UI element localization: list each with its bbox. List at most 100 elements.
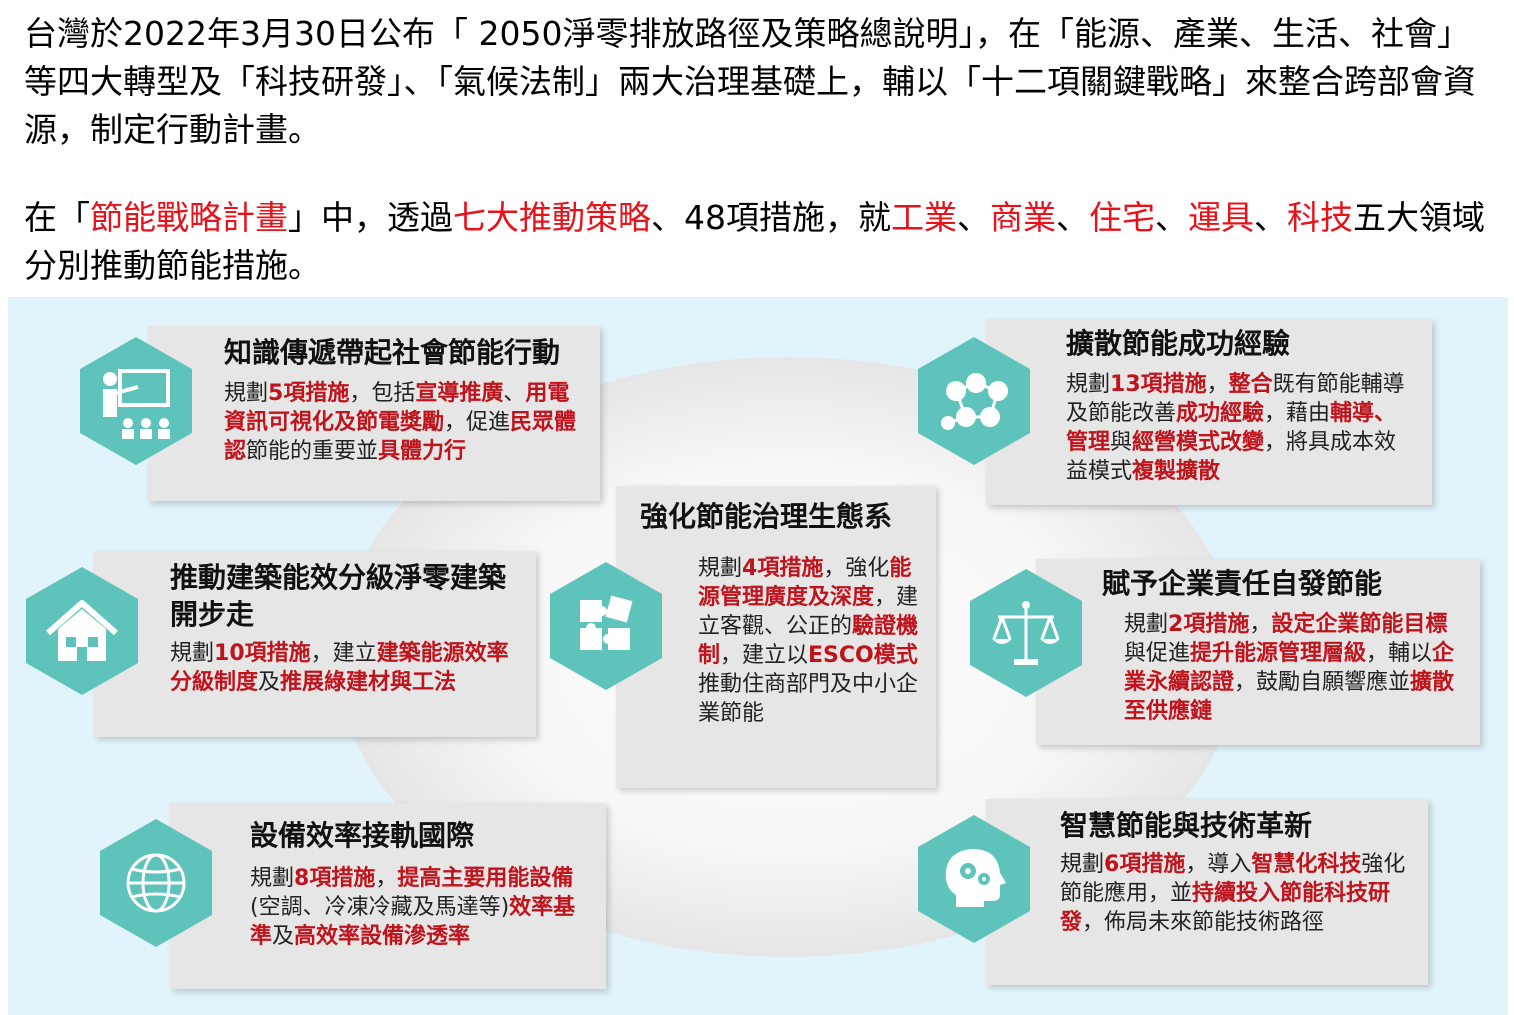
body-text: ，將具成本效益模式 [1066, 430, 1397, 484]
body-text: 既有節能輔導及節能改善 [1066, 372, 1405, 426]
body-text: 、48項措施，就 [651, 198, 891, 237]
body-text: 規劃 [250, 866, 295, 891]
card-title: 設備效率接軌國際 [250, 819, 475, 852]
body-text: 推動住商部門及中小企業節能 [698, 672, 919, 726]
body-text: ， [375, 866, 398, 891]
body-text: ，輔以 [1366, 641, 1433, 666]
highlight-text: 複製擴散 [1132, 459, 1221, 484]
highlight-text: 成功經驗 [1176, 401, 1265, 426]
body-text: 在「 [24, 198, 90, 237]
body-text: 及 [272, 924, 295, 949]
body-text: 規劃 [1066, 372, 1111, 397]
strategy-diagram: 知識傳遞帶起社會節能行動 規劃5項措施，包括宣導推廣、用電資訊可視化及節電獎勵，… [8, 297, 1508, 1015]
highlight-text: 宣導推廣 [415, 381, 504, 406]
body-text: ，藉由 [1264, 401, 1331, 426]
highlight-text: 設定企業節能目標 [1271, 612, 1448, 637]
card-equipment: 設備效率接軌國際 規劃8項措施，提高主要用能設備 (空調、冷凍冷藏及馬達等)效率基… [170, 803, 606, 989]
highlight-text: 民眾體認 [224, 410, 577, 464]
highlight-text: 智慧化科技 [1251, 852, 1362, 877]
highlight-text: 5項措施 [268, 381, 350, 406]
body-text: (空調、冷凍冷藏及馬達等) [250, 895, 510, 920]
highlight-text: 8項措施 [294, 866, 376, 891]
highlight-text: 13項措施 [1110, 372, 1207, 397]
body-text: 與 [1110, 430, 1133, 455]
body-text: 、 [1155, 198, 1188, 237]
card-desc: 規劃4項措施，強化能源管理廣度及深度，建立客觀、公正的驗證機制，建立以ESCO模… [698, 554, 928, 728]
card-desc: 規劃8項措施，提高主要用能設備 (空調、冷凍冷藏及馬達等)效率基準及高效率設備滲透… [250, 864, 590, 951]
body-text: 五大領域分別推動節能措施。 [24, 198, 1485, 285]
highlight-text: 運具 [1188, 198, 1254, 237]
body-text: 、 [1254, 198, 1287, 237]
highlight-text: 商業 [990, 198, 1056, 237]
body-text: ，鼓勵自願響應並 [1234, 670, 1411, 695]
card-title: 擴散節能成功經驗 [1066, 327, 1291, 360]
card-desc: 規劃6項措施，導入智慧化科技強化節能應用，並持續投入節能科技研發，佈局未來節能技… [1060, 850, 1420, 937]
body-text: 節能的重要並 [246, 439, 379, 464]
card-desc: 規劃5項措施，包括宣導推廣、用電資訊可視化及節電獎勵，促進民眾體認節能的重要並具… [224, 379, 584, 466]
highlight-text: 節能戰略計畫 [90, 198, 288, 237]
highlight-text: 能源管理廣度及深度 [698, 556, 912, 610]
highlight-text: 整合 [1228, 372, 1273, 397]
card-diffuse: 擴散節能成功經驗 規劃13項措施，整合既有節能輔導及節能改善成功經驗，藉由輔導、… [986, 319, 1432, 505]
highlight-text: 輔導、管理 [1066, 401, 1397, 455]
highlight-text: 工業 [891, 198, 957, 237]
highlight-text: 七大推動策略 [453, 198, 651, 237]
card-smart: 智慧節能與技術革新 規劃6項措施，導入智慧化科技強化節能應用，並持續投入節能科技… [986, 799, 1428, 985]
highlight-text: ESCO模式 [808, 643, 918, 668]
card-desc: 規劃2項措施，設定企業節能目標與促進提升能源管理層級，輔以企業永續認證，鼓勵自願… [1100, 610, 1468, 726]
body-text: ，建立客觀、公正的 [698, 585, 919, 639]
intro-paragraph-2: 在「節能戰略計畫」中，透過七大推動策略、48項措施，就工業、商業、住宅、運具、科… [24, 194, 1494, 290]
body-text: 、 [957, 198, 990, 237]
highlight-text: 建築能源效率分級制度 [170, 641, 509, 695]
highlight-text: 推展綠建材與工法 [280, 670, 457, 695]
network-people-icon [918, 337, 1030, 465]
highlight-text: 4項措施 [742, 556, 824, 581]
highlight-text: 擴散至供應鏈 [1124, 670, 1455, 724]
highlight-text: 企業永續認證 [1124, 641, 1455, 695]
card-governance: 強化節能治理生態系 規劃4項措施，強化能源管理廣度及深度，建立客觀、公正的驗證機… [616, 486, 936, 788]
body-text: 規劃 [170, 641, 215, 666]
body-text: 」中，透過 [288, 198, 453, 237]
card-awareness: 知識傳遞帶起社會節能行動 規劃5項措施，包括宣導推廣、用電資訊可視化及節電獎勵，… [148, 326, 600, 501]
body-text: ，建立以 [720, 643, 809, 668]
body-text: 規劃 [1060, 852, 1105, 877]
highlight-text: 住宅 [1089, 198, 1155, 237]
body-text: ，包括 [349, 381, 416, 406]
body-text: ，導入 [1185, 852, 1252, 877]
card-title: 智慧節能與技術革新 [1060, 809, 1313, 842]
body-text: 、 [1056, 198, 1089, 237]
card-desc: 規劃10項措施，建立建築能源效率分級制度及推展綠建材與工法 [170, 639, 520, 697]
highlight-text: 2項措施 [1168, 612, 1250, 637]
presentation-icon [80, 337, 192, 465]
highlight-text: 6項措施 [1104, 852, 1186, 877]
body-text: ， [1206, 372, 1229, 397]
card-desc: 規劃13項措施，整合既有節能輔導及節能改善成功經驗，藉由輔導、管理與經營模式改變… [1066, 370, 1416, 486]
body-text: ，佈局未來節能技術路徑 [1082, 910, 1325, 935]
card-title: 強化節能治理生態系 [640, 500, 893, 533]
body-text: ， [1249, 612, 1272, 637]
body-text: ，促進 [444, 410, 511, 435]
body-text: 規劃 [224, 381, 269, 406]
body-text: 強化節能應用，並 [1060, 852, 1406, 906]
highlight-text: 提高主要用能設備 [397, 866, 574, 891]
body-text: 與促進 [1124, 641, 1191, 666]
card-building: 推動建築能效分級淨零建築開步走 規劃10項措施，建立建築能源效率分級制度及推展綠… [94, 551, 536, 737]
card-title: 賦予企業責任自發節能 [1102, 567, 1383, 600]
highlight-text: 高效率設備滲透率 [294, 924, 471, 949]
highlight-text: 經營模式改變 [1132, 430, 1265, 455]
card-title: 推動建築能效分級淨零建築開步走 [170, 561, 507, 631]
intro-paragraph-1: 台灣於2022年3月30日公布「 2050淨零排放路徑及策略總說明」，在「能源、… [24, 14, 1476, 149]
highlight-text: 效率基準 [250, 895, 576, 949]
body-text: 及 [258, 670, 281, 695]
body-text: 、 [503, 381, 526, 406]
highlight-text: 具體力行 [378, 439, 467, 464]
highlight-text: 用電資訊可視化及節電獎勵 [224, 381, 570, 435]
highlight-text: 提升能源管理層級 [1190, 641, 1367, 666]
body-text: 規劃 [698, 556, 743, 581]
highlight-text: 科技 [1287, 198, 1353, 237]
body-text: 規劃 [1124, 612, 1169, 637]
body-text: ，強化 [823, 556, 890, 581]
body-text: ，建立 [310, 641, 377, 666]
highlight-text: 持續投入節能科技研發 [1060, 881, 1391, 935]
highlight-text: 驗證機制 [698, 614, 919, 668]
